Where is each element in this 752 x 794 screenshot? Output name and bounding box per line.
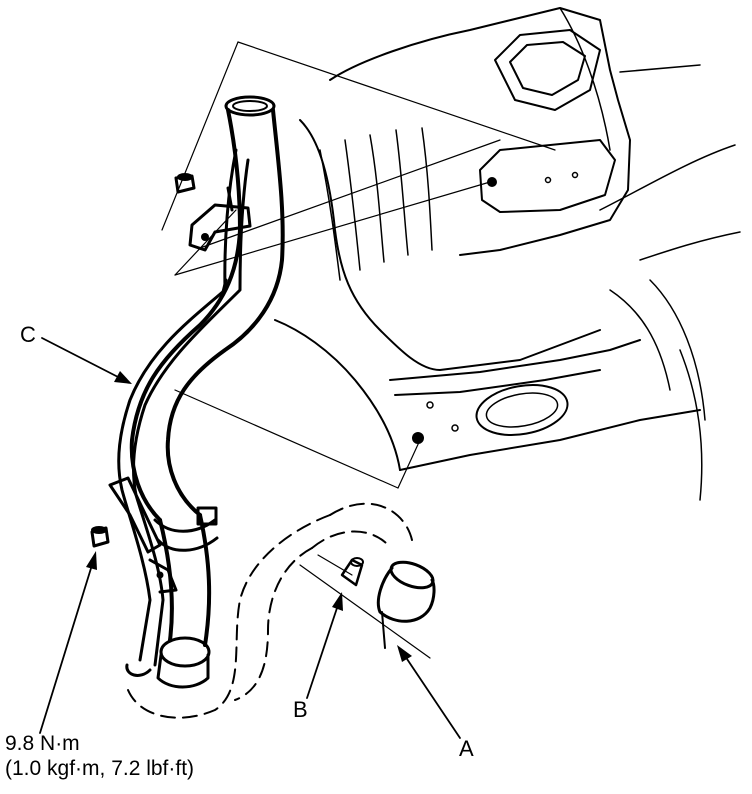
torque-spec-metric: 9.8 N·m <box>5 732 80 755</box>
dashed-hose-outline <box>127 502 413 719</box>
leader-lines <box>161 41 556 489</box>
callout-c-arrow <box>41 337 132 384</box>
torque-spec-imperial: (1.0 kgf·m, 7.2 lbf·ft) <box>5 756 195 780</box>
part-a-hose-end <box>299 560 436 659</box>
callout-c-label: C <box>20 322 36 347</box>
callout-b-label: B <box>293 697 308 722</box>
part-b-fitting <box>317 554 364 587</box>
bolt-upper-icon <box>174 173 196 194</box>
torque-spec: 9.8 N·m (1.0 kgf·m, 7.2 lbf·ft) <box>5 732 194 782</box>
callout-a-arrow <box>397 645 461 739</box>
filler-pipe <box>108 95 285 689</box>
callout-torque-arrow <box>39 551 97 734</box>
callout-b-arrow <box>306 592 343 699</box>
bolt-lower-icon <box>90 526 110 548</box>
body-panel <box>274 7 741 501</box>
callout-a-label: A <box>459 736 474 761</box>
